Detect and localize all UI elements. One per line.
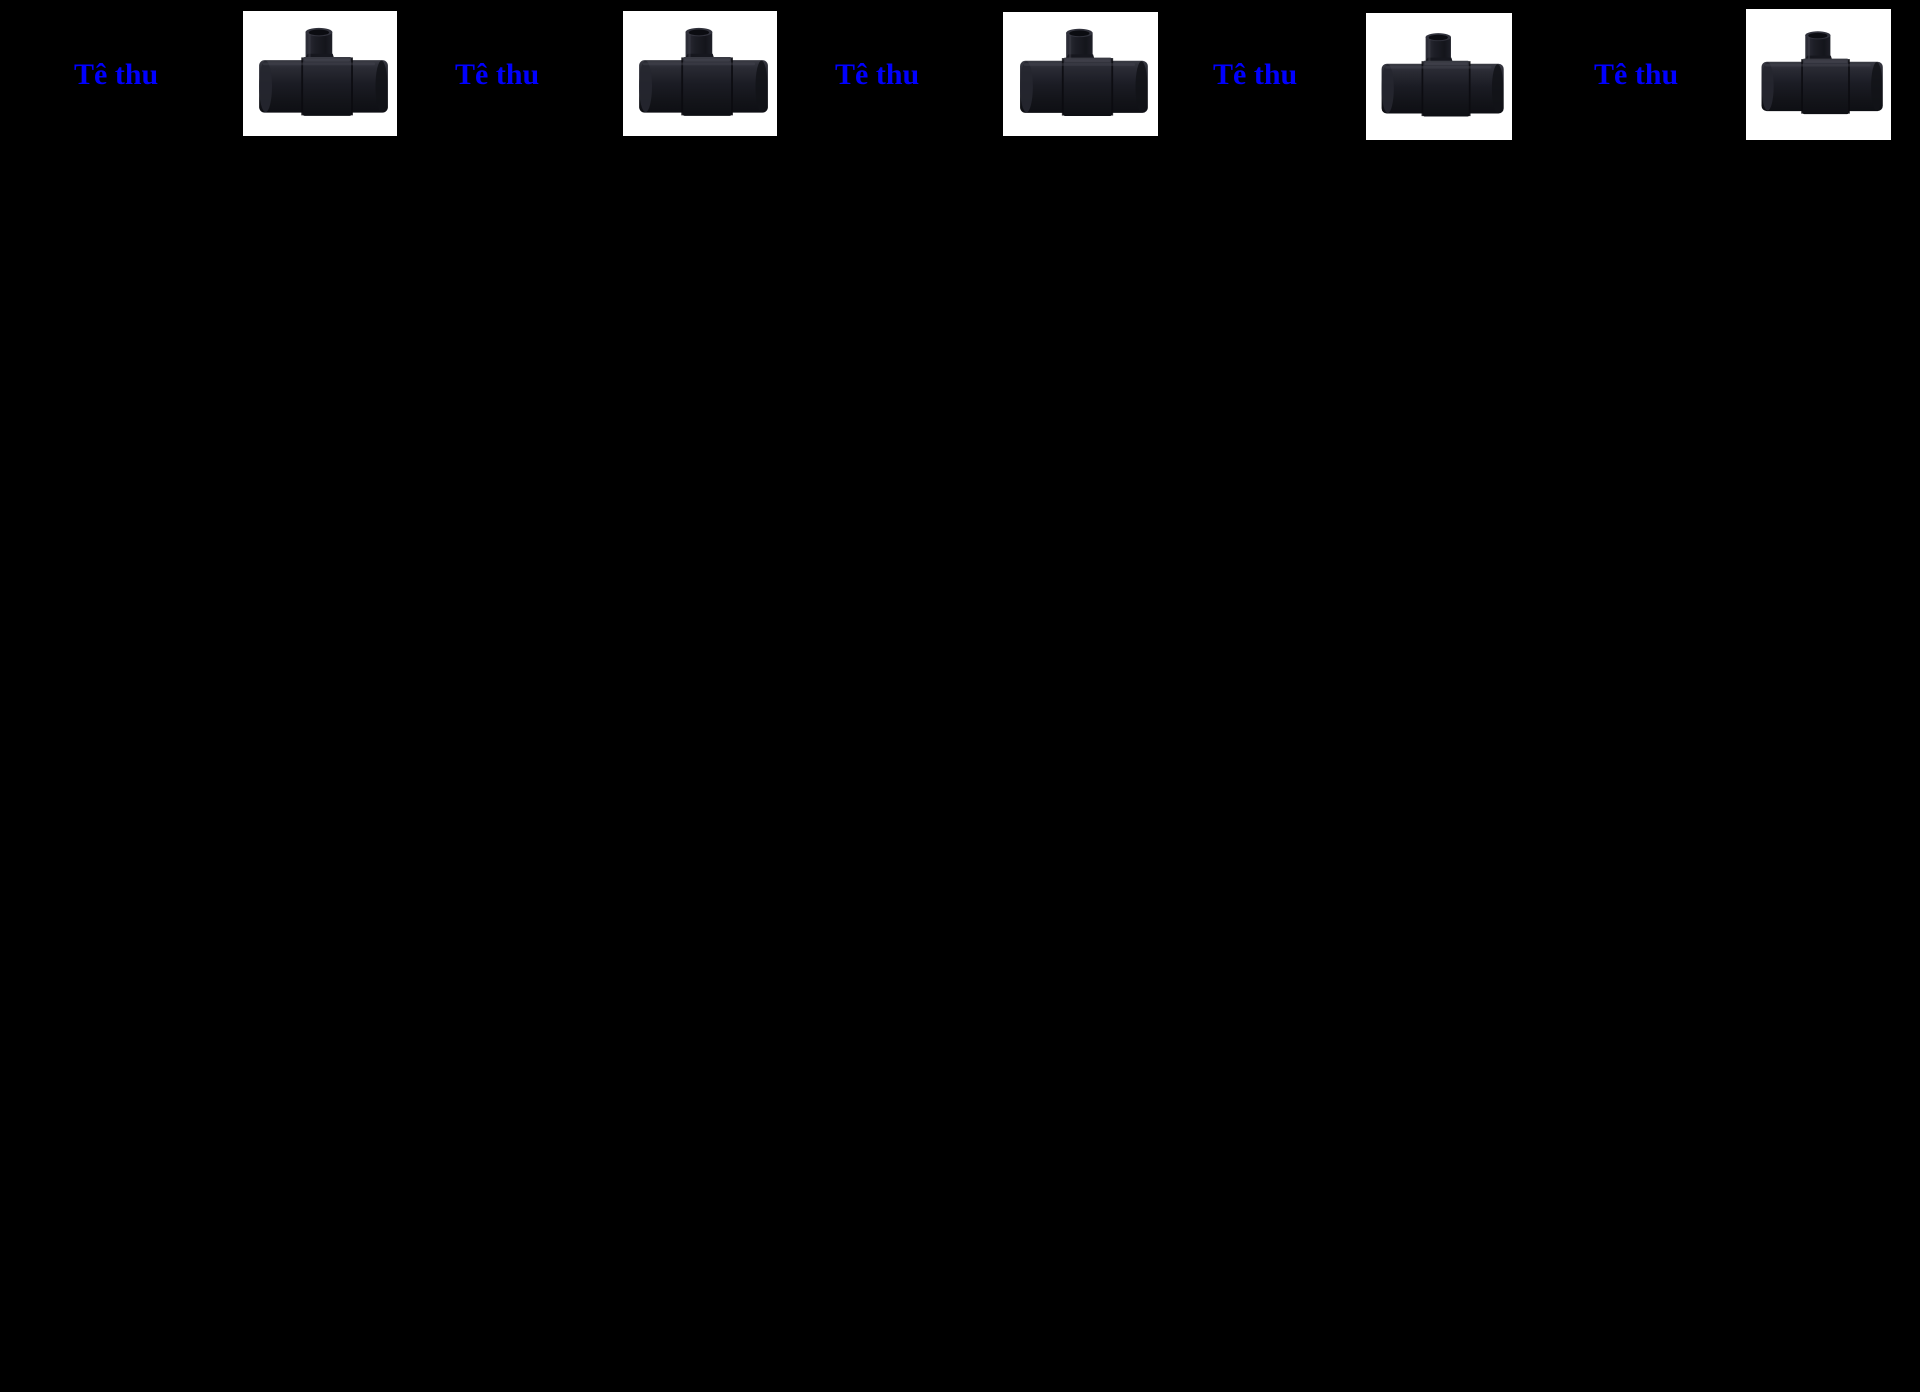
product-link[interactable]: Tê thu [1594,58,1679,91]
reducing-tee-image [639,27,769,116]
product-photo[interactable] [623,11,777,136]
product-photo[interactable] [1746,9,1891,140]
reducing-tee-image [259,27,389,116]
product-photo[interactable] [243,11,397,136]
product-link[interactable]: Tê thu [1213,58,1298,91]
product-photo[interactable] [1003,12,1158,136]
reducing-tee-image [1020,28,1149,116]
product-link[interactable]: Tê thu [835,58,920,91]
reducing-tee-image [1381,33,1504,117]
reducing-tee-image [1761,31,1883,115]
product-photo[interactable] [1366,13,1512,140]
product-link[interactable]: Tê thu [455,58,540,91]
product-link[interactable]: Tê thu [74,58,159,91]
